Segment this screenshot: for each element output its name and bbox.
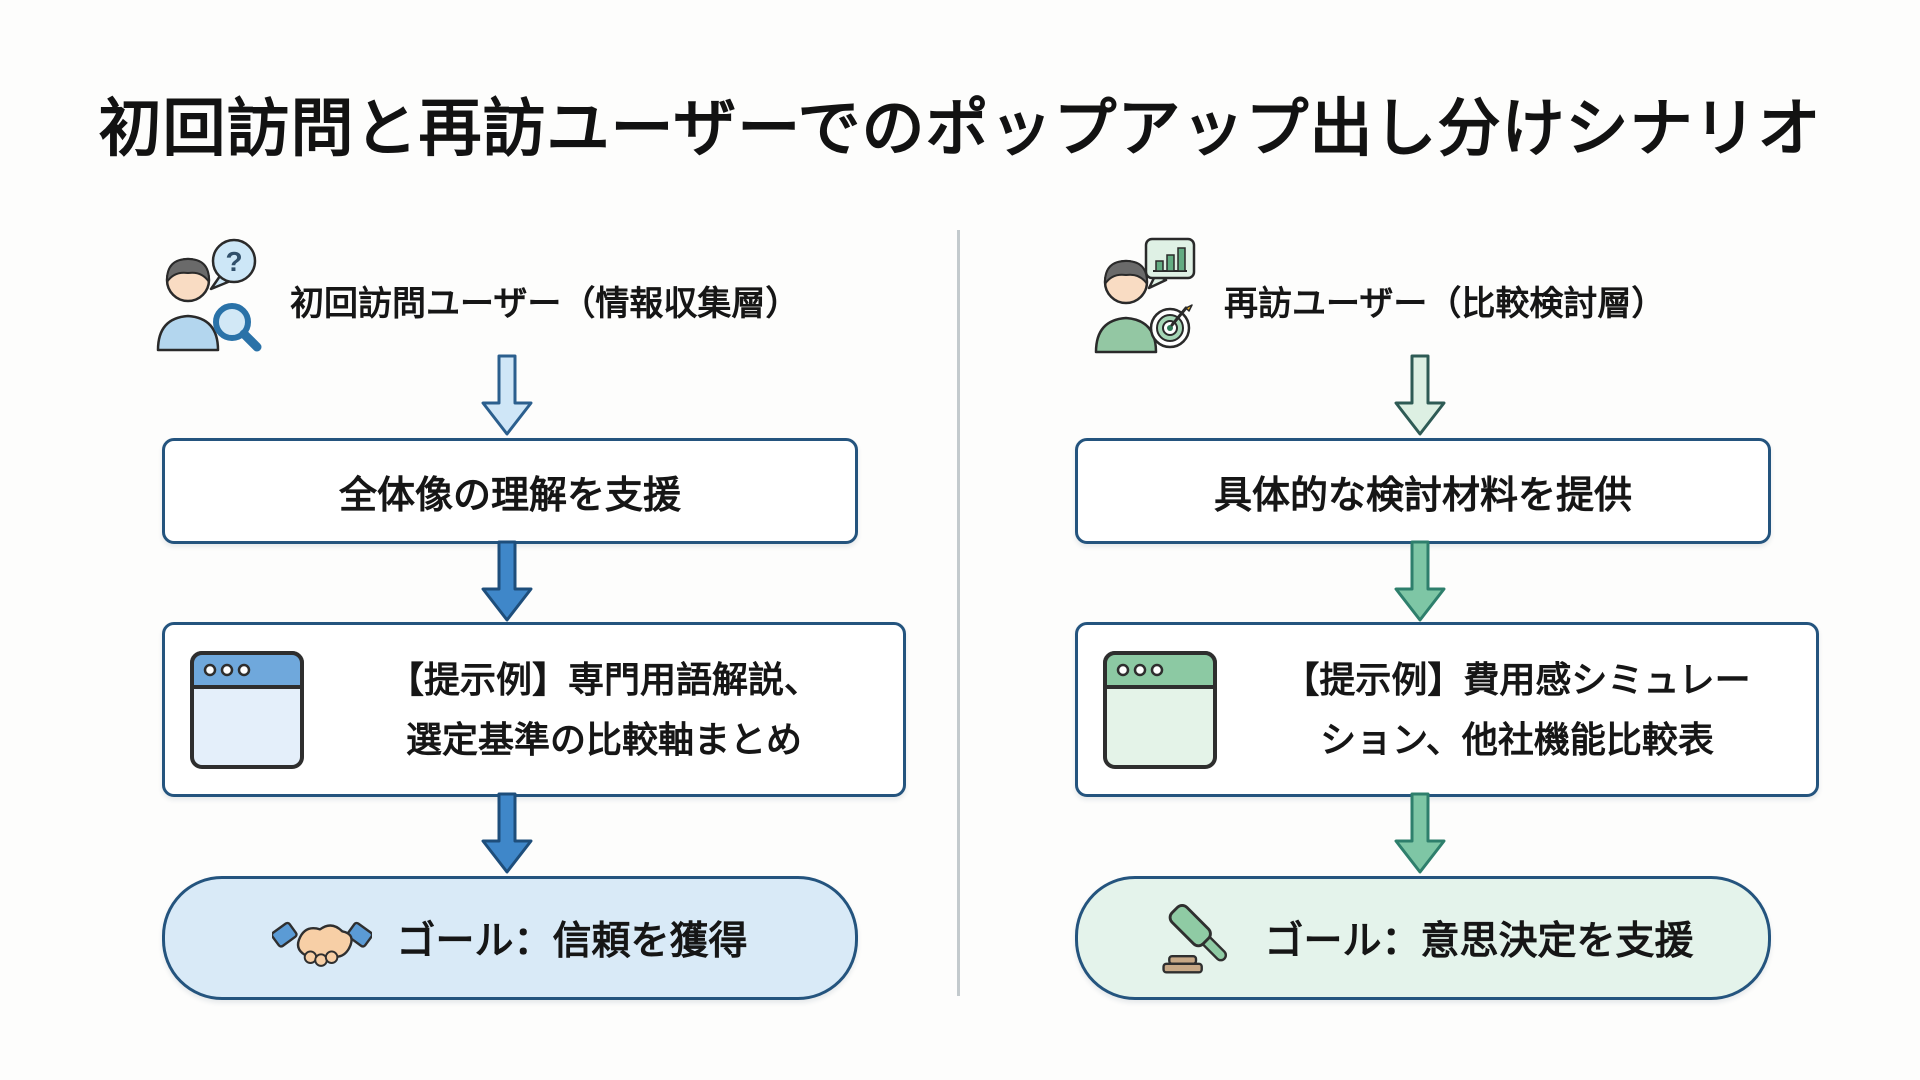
goal-pill-decision: ゴール：意思決定を支援 (1075, 876, 1771, 1000)
example-line1: 【提示例】費用感シミュレー (1283, 658, 1751, 700)
browser-window-icon (1103, 650, 1217, 769)
example-line2: ション、他社機能比較表 (1320, 718, 1714, 760)
example-text: 【提示例】専門用語解説、 選定基準の比較軸まとめ (329, 650, 879, 770)
persona-label-first-visit: 初回訪問ユーザー（情報収集層） (290, 285, 800, 323)
browser-window-icon (190, 650, 304, 769)
example-line1: 【提示例】専門用語解説、 (387, 658, 820, 700)
arrow-down-icon (481, 792, 533, 874)
step-box-provide-materials: 具体的な検討材料を提供 (1075, 438, 1771, 544)
person-chart-target-icon (1094, 237, 1196, 354)
goal-pill-trust: ゴール：信頼を獲得 (162, 876, 858, 1000)
arrow-down-icon (1394, 540, 1446, 622)
goal-text: ゴール：信頼を獲得 (396, 920, 748, 963)
gavel-icon (1162, 903, 1228, 974)
person-question-magnifier-icon: ? (156, 238, 262, 352)
example-box-first-visit: 【提示例】専門用語解説、 選定基準の比較軸まとめ (162, 622, 906, 797)
column-divider (957, 230, 960, 996)
question-mark-glyph: ? (225, 246, 242, 277)
example-box-returning: 【提示例】費用感シミュレー ション、他社機能比較表 (1075, 622, 1819, 797)
arrow-down-icon (1394, 792, 1446, 874)
arrow-down-icon (481, 354, 533, 436)
example-line2: 選定基準の比較軸まとめ (405, 718, 802, 760)
step-box-support-understanding: 全体像の理解を支援 (162, 438, 858, 544)
page-title: 初回訪問と再訪ユーザーでのポップアップ出し分けシナリオ (98, 94, 1822, 164)
goal-text: ゴール：意思決定を支援 (1264, 920, 1694, 963)
step-text: 全体像の理解を支援 (338, 474, 681, 517)
arrow-down-icon (481, 540, 533, 622)
persona-label-returning: 再訪ユーザー（比較検討層） (1224, 285, 1666, 323)
handshake-icon (272, 921, 373, 967)
step-text: 具体的な検討材料を提供 (1213, 474, 1632, 517)
example-text: 【提示例】費用感シミュレー ション、他社機能比較表 (1242, 650, 1792, 770)
arrow-down-icon (1394, 354, 1446, 436)
